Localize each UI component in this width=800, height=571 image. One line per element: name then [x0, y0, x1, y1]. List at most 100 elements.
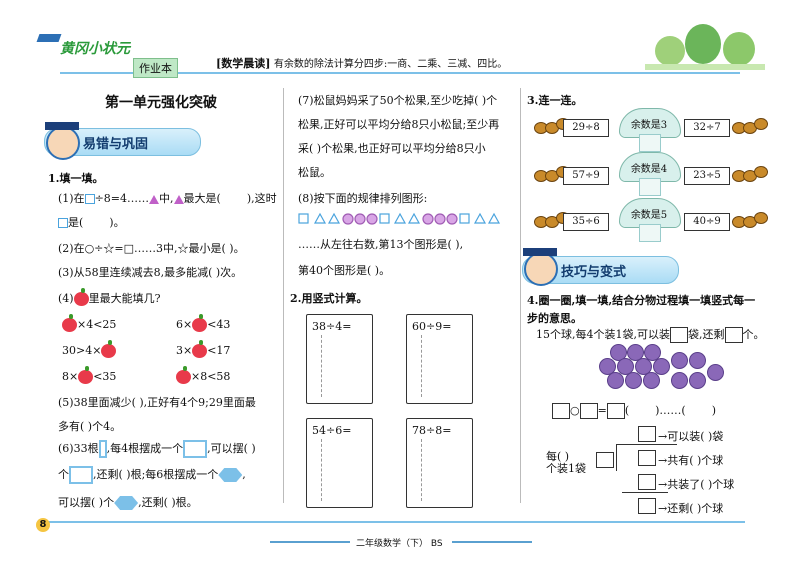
- q4-line: 15个球,每4个装1袋,可以装袋,还剩个。: [536, 327, 765, 343]
- label-left: →还剩( )个球: [658, 502, 724, 515]
- q8: (8)按下面的规律排列图形:: [298, 192, 428, 205]
- ineq-2: 6×<43: [176, 314, 231, 332]
- hexagon-icon: [218, 468, 243, 482]
- triangle-icon: [173, 194, 184, 204]
- square-frame-icon: [69, 466, 93, 484]
- ineq-6: ×8<58: [176, 366, 230, 384]
- ant-icon: [732, 112, 768, 138]
- ant-icon: [732, 160, 768, 186]
- student-icon: [523, 248, 558, 286]
- apple-icon: [192, 340, 208, 358]
- apple-icon: [192, 314, 208, 332]
- q4-heading-b: 步的意思。: [527, 312, 582, 325]
- division-equation: ○=()……(): [552, 403, 716, 419]
- ant-icon: [732, 206, 768, 232]
- sub-label: 作业本: [133, 58, 178, 78]
- right-card-3[interactable]: 40÷9: [684, 213, 730, 231]
- stick-icon: [98, 440, 107, 458]
- q1-1-line2: 是()。: [58, 214, 125, 230]
- q1-4: (4)里最大能填几?: [58, 288, 161, 306]
- q1-5b: 多有( )个4。: [58, 420, 122, 433]
- square-icon: [58, 218, 68, 228]
- calc-box-2[interactable]: 60÷9=: [406, 314, 473, 404]
- square-frame-icon: [183, 440, 208, 458]
- badge-label: 技巧与变式: [561, 265, 627, 280]
- graduation-cap-icon: [36, 34, 62, 42]
- q1-heading: 1.填一填。: [48, 172, 104, 185]
- footer-line-right: [452, 541, 532, 543]
- apple-icon: [101, 340, 117, 358]
- student-icon: [45, 122, 80, 160]
- reading-tag: [数学晨读]: [216, 57, 271, 70]
- quotient-box[interactable]: [638, 426, 656, 442]
- reading-tip: [数学晨读] 有余数的除法计算分四步:一商、二乘、三减、四比。: [216, 55, 507, 71]
- q1-6-line3: 可以摆( )个,还剩( )根。: [58, 496, 198, 510]
- q8b: ……从左往右数,第13个图形是( ),: [298, 238, 464, 251]
- mushroom-remainder-5[interactable]: 余数是5: [619, 198, 681, 242]
- apple-icon: [62, 314, 77, 332]
- pattern-shapes-svg: [298, 212, 501, 225]
- label-packed: →共装了( )个球: [658, 478, 735, 491]
- left-card-2[interactable]: 57÷9: [563, 167, 609, 185]
- side-label-b: 个装1袋: [546, 462, 586, 475]
- ineq-4: 3×<17: [176, 340, 231, 358]
- unit-title: 第一单元强化突破: [105, 95, 217, 111]
- q8c: 第40个图形是( )。: [298, 264, 391, 277]
- q2-heading: 2.用竖式计算。: [290, 292, 368, 305]
- divisor-box[interactable]: [596, 452, 614, 468]
- answer-box: [579, 403, 598, 419]
- q7b: 松果,正好可以平均分给8只小松鼠;至少再: [298, 118, 500, 131]
- remainder-box[interactable]: [638, 498, 656, 514]
- triangle-icon: [149, 194, 160, 204]
- right-card-2[interactable]: 23÷5: [684, 167, 730, 185]
- division-rule: [622, 492, 668, 493]
- hexagon-icon: [114, 496, 139, 510]
- answer-box: [552, 403, 570, 419]
- answer-box: [670, 327, 688, 343]
- label-bags: →可以装( )袋: [658, 430, 724, 443]
- calc-box-4[interactable]: 78÷8=: [406, 418, 473, 508]
- q1-2: (2)在○÷☆=□……3中,☆最小是( )。: [58, 242, 245, 255]
- ineq-1: ×4<25: [62, 314, 116, 332]
- product-box[interactable]: [638, 474, 656, 490]
- page-number: 8: [36, 518, 50, 532]
- dividend-box[interactable]: [638, 450, 656, 466]
- ball-group[interactable]: [595, 344, 725, 390]
- ineq-3: 30>4×: [62, 340, 117, 358]
- answer-box: [724, 327, 743, 343]
- badge-label: 易错与巩固: [83, 137, 149, 152]
- q1-3: (3)从58里连续减去8,最多能减( )次。: [58, 266, 243, 279]
- apple-icon: [73, 288, 89, 306]
- ineq-5: 8×<35: [62, 366, 117, 384]
- q1-6-line1: (6)33根,每4根摆成一个,可以摆( ): [58, 440, 256, 458]
- apple-icon: [176, 366, 191, 384]
- q7d: 松鼠。: [298, 166, 331, 179]
- q4-heading-a: 4.圈一圈,填一填,结合分物过程填一填竖式每一: [527, 294, 756, 307]
- column-divider-2: [520, 88, 521, 503]
- tree-decoration: [645, 18, 765, 72]
- left-card-3[interactable]: 35÷6: [563, 213, 609, 231]
- right-card-1[interactable]: 32÷7: [684, 119, 730, 137]
- top-accent-line: [60, 72, 740, 74]
- division-bracket: [616, 444, 677, 471]
- logo-text: 黄冈小状元: [60, 41, 130, 57]
- footer-title: 二年级数学（下） BS: [356, 539, 443, 549]
- bottom-accent-line: [45, 521, 745, 523]
- q3-heading: 3.连一连。: [527, 94, 583, 107]
- mushroom-remainder-4[interactable]: 余数是4: [619, 152, 681, 196]
- reading-text: 有余数的除法计算分四步:一商、二乘、三减、四比。: [273, 59, 508, 70]
- footer-line-left: [270, 541, 350, 543]
- label-total: →共有( )个球: [658, 454, 724, 467]
- calc-box-3[interactable]: 54÷6=: [306, 418, 373, 508]
- answer-box: [606, 403, 625, 419]
- column-divider-1: [283, 88, 284, 503]
- logo: 黄冈小状元: [30, 30, 140, 70]
- apple-icon: [78, 366, 94, 384]
- q1-1-line1: (1)在÷8=4……中,最大是(),这时: [58, 192, 277, 205]
- q7a: (7)松鼠妈妈采了50个松果,至少吃掉( )个: [298, 94, 498, 107]
- calc-box-1[interactable]: 38÷4=: [306, 314, 373, 404]
- shape-pattern: [298, 212, 513, 226]
- left-card-1[interactable]: 29÷8: [563, 119, 609, 137]
- q1-6-line2: 个,还剩( )根;每6根摆成一个,: [58, 466, 246, 484]
- mushroom-remainder-3[interactable]: 余数是3: [619, 108, 681, 152]
